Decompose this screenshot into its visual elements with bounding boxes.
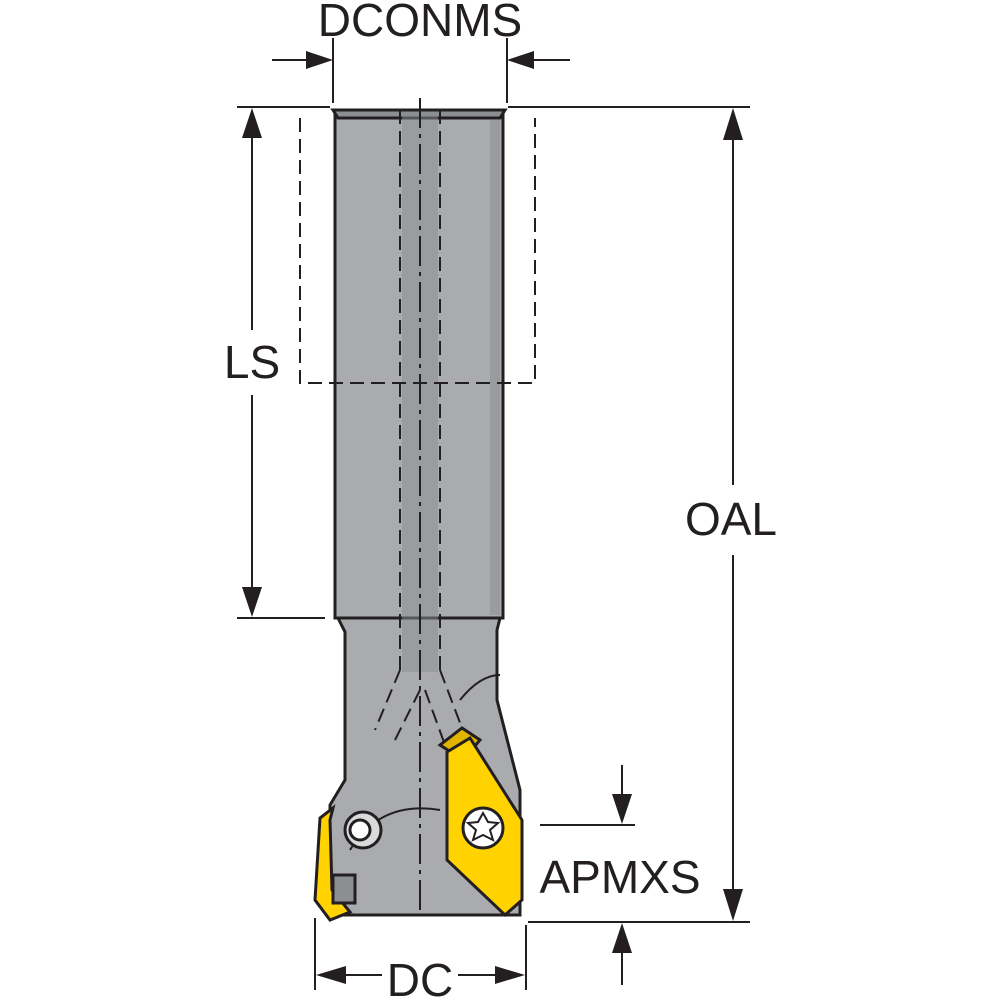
insert-left-body	[313, 804, 353, 922]
coolant-channels	[374, 98, 463, 915]
chip-pocket	[459, 674, 501, 701]
screw-head-icon	[343, 810, 383, 850]
apmxs-dimension: APMXS	[539, 765, 701, 985]
dc-dimension: DC	[316, 954, 525, 1000]
oal-dimension: OAL	[685, 108, 777, 921]
dconms-label: DCONMS	[318, 0, 522, 46]
clamping-zone	[299, 118, 536, 384]
clamping-zone-outline	[299, 118, 536, 384]
extension-lines	[237, 38, 750, 990]
insert-right	[437, 726, 524, 918]
shank-highlight	[490, 120, 500, 615]
ls-dimension: LS	[224, 108, 280, 617]
torx-screw-icon	[461, 806, 505, 850]
oal-label: OAL	[685, 493, 777, 545]
insert-left-pocket	[331, 873, 357, 905]
coolant-branch-right	[424, 669, 463, 746]
ls-label: LS	[224, 336, 280, 388]
dconms-dimension: DCONMS	[272, 0, 570, 69]
coolant-branch-left	[374, 669, 421, 741]
insert-left	[313, 804, 383, 922]
apmxs-label: APMXS	[539, 851, 700, 903]
dc-label: DC	[387, 954, 453, 1000]
